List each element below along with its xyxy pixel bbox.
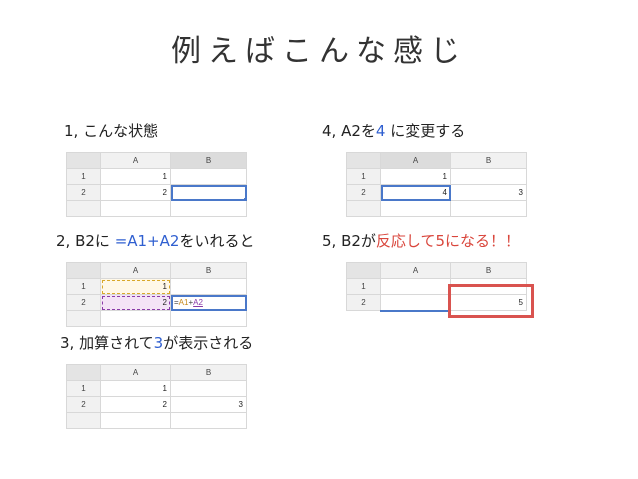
result-highlight-box [448,284,534,318]
column-header-b[interactable]: B [170,152,247,169]
cell-a3[interactable] [100,200,171,217]
formula-equals: = [174,298,179,307]
cell-b3[interactable] [170,412,247,429]
corner-cell[interactable] [346,262,381,279]
formula-ref-a1: A1 [178,298,189,307]
step-2-prefix: 2, B2に [56,232,115,250]
cell-b1[interactable] [170,278,247,295]
step-1-text: 1, こんな状態 [64,122,159,140]
column-header-b[interactable]: B [450,152,527,169]
formula-ref-a2: A2 [193,298,203,307]
step-3-prefix: 3, 加算されて [60,334,154,352]
spreadsheet-step-2: A B 1 1 2 2 =A1+A2 [66,262,247,327]
spreadsheet-step-4: A B 1 1 2 4 3 [346,152,527,217]
cell-a2[interactable]: 2 [100,184,171,201]
step-5-prefix: 5, B2が [322,232,376,250]
row-header-1[interactable]: 1 [66,380,101,397]
spreadsheet-step-3: A B 1 1 2 2 3 [66,364,247,429]
cell-a3[interactable] [380,200,451,217]
step-5-highlight: 反応して5になる！！ [375,232,521,250]
spreadsheet-step-5: A B 1 2 5 [346,262,527,312]
cell-a2[interactable]: 2 [100,396,171,413]
cell-b2-selected[interactable] [170,184,247,201]
step-2-highlight: =A1+A2 [114,232,180,250]
column-header-b[interactable]: B [170,364,247,381]
cell-b1[interactable] [170,380,247,397]
step-4-suffix: に変更する [385,122,466,140]
corner-cell[interactable] [66,262,101,279]
column-header-b[interactable]: B [450,262,527,279]
row-header-2[interactable]: 2 [346,184,381,201]
cell-a3[interactable] [100,310,171,327]
row-header-1[interactable]: 1 [66,278,101,295]
step-4-label: 4, A2を4 に変更する [322,120,465,141]
step-1-label: 1, こんな状態 [64,120,158,141]
row-header-2[interactable]: 2 [66,396,101,413]
cell-a1[interactable] [380,278,451,295]
column-header-a[interactable]: A [380,152,451,169]
cell-b1[interactable] [450,168,527,185]
cell-a2-referenced[interactable]: 2 [100,294,171,311]
cell-a1[interactable]: 1 [380,168,451,185]
column-header-a[interactable]: A [100,152,171,169]
corner-cell[interactable] [346,152,381,169]
step-2-label: 2, B2に =A1+A2をいれると [56,230,254,251]
row-header-1[interactable]: 1 [66,168,101,185]
step-3-label: 3, 加算されて3が表示される [60,332,253,353]
column-header-b[interactable]: B [170,262,247,279]
step-3-highlight: 3 [153,334,164,352]
cell-b1[interactable] [170,168,247,185]
row-header-3[interactable] [66,200,101,217]
cell-b2-result[interactable]: 5 [450,294,527,311]
cell-a2[interactable] [380,294,451,312]
step-2-suffix: をいれると [179,232,255,250]
row-header-2[interactable]: 2 [66,184,101,201]
formula-plus: + [188,298,194,307]
row-header-1[interactable]: 1 [346,168,381,185]
cell-b3[interactable] [170,200,247,217]
cell-a3[interactable] [100,412,171,429]
corner-cell[interactable] [66,152,101,169]
step-5-label: 5, B2が反応して5になる！！ [322,230,520,251]
row-header-3[interactable] [66,412,101,429]
cell-b3[interactable] [450,200,527,217]
row-header-1[interactable]: 1 [346,278,381,295]
spreadsheet-step-1: A B 1 1 2 2 [66,152,247,217]
row-header-2[interactable]: 2 [346,294,381,311]
step-3-suffix: が表示される [163,334,254,352]
cell-a1[interactable]: 1 [100,380,171,397]
cell-a2-editing[interactable]: 4 [380,184,451,201]
step-4-highlight: 4 [375,122,386,140]
column-header-a[interactable]: A [100,364,171,381]
column-header-a[interactable]: A [100,262,171,279]
cell-b2[interactable]: 3 [450,184,527,201]
cell-b2-formula-input[interactable]: =A1+A2 [170,294,247,311]
corner-cell[interactable] [66,364,101,381]
row-header-3[interactable] [66,310,101,327]
step-4-prefix: 4, A2を [322,122,376,140]
cell-b3[interactable] [170,310,247,327]
column-header-a[interactable]: A [380,262,451,279]
cell-a1-referenced[interactable]: 1 [100,278,171,295]
row-header-2[interactable]: 2 [66,294,101,311]
row-header-3[interactable] [346,200,381,217]
cell-b2[interactable]: 3 [170,396,247,413]
page-title: 例えばこんな感じ [171,34,467,69]
cell-a1[interactable]: 1 [100,168,171,185]
